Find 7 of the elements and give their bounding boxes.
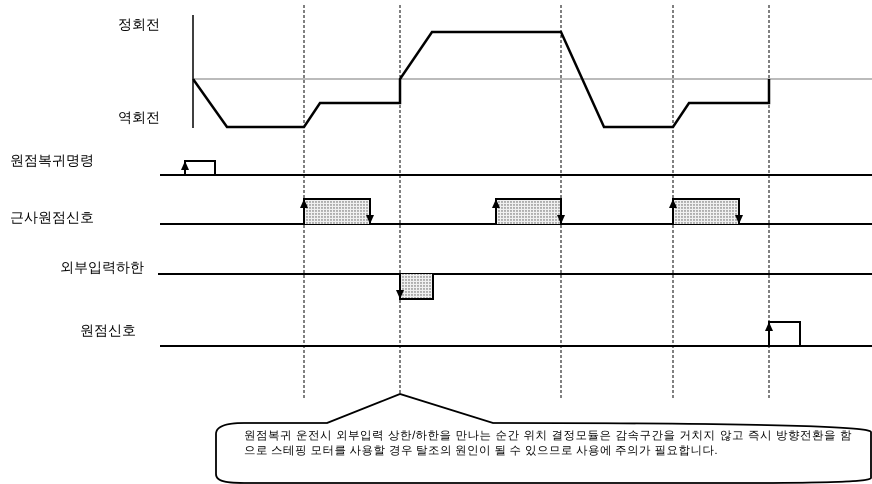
callout-text: 원점복귀 운전시 외부입력 상한/하한을 만나는 순간 위치 결정모듈은 감속구간을 거치지 않고 즉시 방향전환을 함으로 스테핑 모터를 사용할 경우 탈조의 원인이 될 수 있으므로 사용에 주의가 필요합니다. bbox=[244, 429, 852, 459]
axis-label: 역회전 bbox=[118, 109, 160, 125]
signal-label: 원점신호 bbox=[80, 322, 136, 338]
axis-label: 정회전 bbox=[118, 16, 160, 32]
signal-label: 외부입력하한 bbox=[60, 259, 144, 275]
signal-label: 근사원점신호 bbox=[10, 209, 94, 225]
signal-label: 원점복귀명령 bbox=[10, 152, 94, 168]
